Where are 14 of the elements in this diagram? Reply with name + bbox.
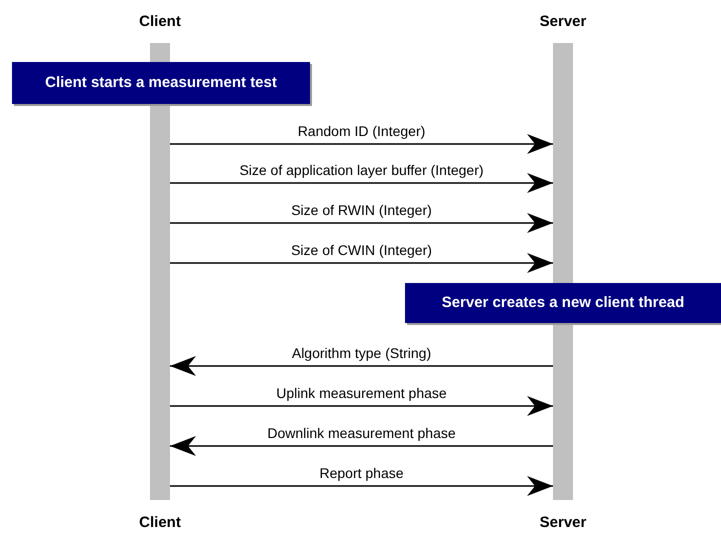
message-arrow [170,253,553,273]
message-arrow [170,436,553,456]
participant-label: Server [540,12,586,32]
note-box: Server creates a new client thread [405,283,721,323]
message-arrow [170,173,553,193]
participant-label: Server [540,512,586,532]
message-arrow [170,356,553,376]
message-arrow [170,213,553,233]
message-arrow [170,134,553,154]
message-arrow [170,396,553,416]
note-box: Client starts a measurement test [12,62,310,104]
participant-label: Client [139,12,181,32]
message-arrow [170,476,553,496]
participant-label: Client [139,512,181,532]
